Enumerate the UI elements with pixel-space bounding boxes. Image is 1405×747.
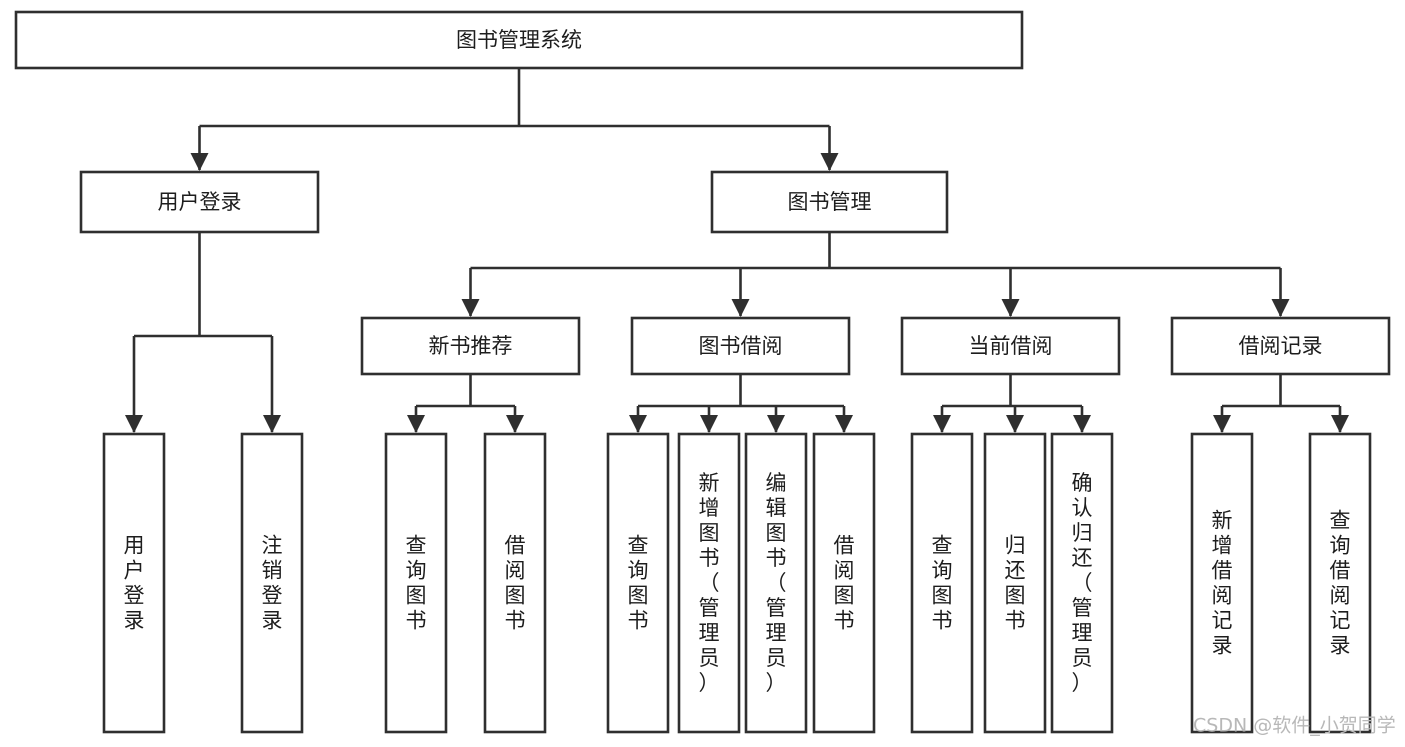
node-leaf-borrow-book-1[interactable]: 借阅图书 xyxy=(483,432,547,734)
node-box-leaf-edit-book[interactable] xyxy=(744,432,808,734)
node-leaf-return-book[interactable]: 归还图书 xyxy=(983,432,1047,734)
arrow-leaf-borrow-book-1 xyxy=(506,415,524,433)
arrow-current-borrow xyxy=(1001,299,1020,317)
connector-layer xyxy=(125,68,1349,433)
node-box-leaf-add-record[interactable] xyxy=(1190,432,1254,734)
node-label-leaf-borrow-book-1: 借阅图书 xyxy=(505,534,526,633)
arrow-leaf-query-book-2 xyxy=(629,415,647,433)
node-leaf-query-book-3[interactable]: 查询图书 xyxy=(910,432,974,734)
node-label-leaf-user-login: 用户登录 xyxy=(124,534,145,633)
node-label-leaf-add-record: 新增借阅记录 xyxy=(1212,509,1233,658)
node-label-root: 图书管理系统 xyxy=(456,28,582,52)
node-label-leaf-query-record: 查询借阅记录 xyxy=(1330,509,1351,658)
node-box-leaf-borrow-book-1[interactable] xyxy=(483,432,547,734)
node-label-leaf-confirm-return: 确认归还（管理员） xyxy=(1072,471,1093,695)
csdn-watermark: CSDN @软件_小贺同学 xyxy=(1193,715,1396,737)
node-leaf-query-book-2[interactable]: 查询图书 xyxy=(606,432,670,734)
arrow-book-manage xyxy=(820,153,839,171)
node-leaf-add-record[interactable]: 新增借阅记录 xyxy=(1190,432,1254,734)
node-leaf-add-book[interactable]: 新增图书（管理员） xyxy=(677,432,741,734)
node-label-borrow-record: 借阅记录 xyxy=(1239,334,1323,358)
node-user-login[interactable]: 用户登录 xyxy=(79,170,320,234)
arrow-leaf-return-book xyxy=(1006,415,1024,433)
node-box-borrow-record[interactable] xyxy=(1170,316,1391,376)
arrow-user-login xyxy=(190,153,209,171)
node-label-leaf-add-book: 新增图书（管理员） xyxy=(699,471,720,695)
arrow-leaf-confirm-return xyxy=(1073,415,1091,433)
node-leaf-confirm-return[interactable]: 确认归还（管理员） xyxy=(1050,432,1114,734)
arrow-leaf-query-book-3 xyxy=(933,415,951,433)
node-new-book-rec[interactable]: 新书推荐 xyxy=(360,316,581,376)
arrow-book-borrow xyxy=(731,299,750,317)
node-leaf-edit-book[interactable]: 编辑图书（管理员） xyxy=(744,432,808,734)
node-label-leaf-user-logout: 注销登录 xyxy=(262,534,283,633)
node-box-leaf-user-login[interactable] xyxy=(102,432,166,734)
node-leaf-query-record[interactable]: 查询借阅记录 xyxy=(1308,432,1372,734)
node-box-leaf-query-book-1[interactable] xyxy=(384,432,448,734)
node-label-book-borrow: 图书借阅 xyxy=(699,334,783,358)
node-root[interactable]: 图书管理系统 xyxy=(14,10,1024,70)
node-box-leaf-confirm-return[interactable] xyxy=(1050,432,1114,734)
arrow-leaf-user-login xyxy=(125,415,143,433)
arrow-leaf-add-book xyxy=(700,415,718,433)
node-label-leaf-query-book-3: 查询图书 xyxy=(932,534,953,633)
node-box-leaf-user-logout[interactable] xyxy=(240,432,304,734)
node-leaf-user-logout[interactable]: 注销登录 xyxy=(240,432,304,734)
node-label-leaf-query-book-2: 查询图书 xyxy=(628,534,649,633)
node-box-leaf-return-book[interactable] xyxy=(983,432,1047,734)
node-leaf-user-login[interactable]: 用户登录 xyxy=(102,432,166,734)
node-label-current-borrow: 当前借阅 xyxy=(969,334,1053,358)
arrow-leaf-add-record xyxy=(1213,415,1231,433)
node-label-leaf-edit-book: 编辑图书（管理员） xyxy=(766,471,787,695)
node-box-book-borrow[interactable] xyxy=(630,316,851,376)
node-box-leaf-query-record[interactable] xyxy=(1308,432,1372,734)
node-book-borrow[interactable]: 图书借阅 xyxy=(630,316,851,376)
node-leaf-query-book-1[interactable]: 查询图书 xyxy=(384,432,448,734)
node-box-book-manage[interactable] xyxy=(710,170,949,234)
node-box-new-book-rec[interactable] xyxy=(360,316,581,376)
node-borrow-record[interactable]: 借阅记录 xyxy=(1170,316,1391,376)
node-box-root[interactable] xyxy=(14,10,1024,70)
arrow-leaf-user-logout xyxy=(263,415,281,433)
arrow-leaf-edit-book xyxy=(767,415,785,433)
arrow-leaf-query-book-1 xyxy=(407,415,425,433)
node-label-leaf-return-book: 归还图书 xyxy=(1005,534,1026,633)
node-label-leaf-query-book-1: 查询图书 xyxy=(406,534,427,633)
node-box-current-borrow[interactable] xyxy=(900,316,1121,376)
node-box-leaf-add-book[interactable] xyxy=(677,432,741,734)
arrow-leaf-query-record xyxy=(1331,415,1349,433)
node-current-borrow[interactable]: 当前借阅 xyxy=(900,316,1121,376)
node-label-new-book-rec: 新书推荐 xyxy=(429,334,513,358)
node-box-user-login[interactable] xyxy=(79,170,320,234)
node-box-leaf-query-book-3[interactable] xyxy=(910,432,974,734)
arrow-leaf-borrow-book-2 xyxy=(835,415,853,433)
node-box-leaf-borrow-book-2[interactable] xyxy=(812,432,876,734)
node-box-leaf-query-book-2[interactable] xyxy=(606,432,670,734)
node-label-book-manage: 图书管理 xyxy=(788,190,872,214)
node-label-user-login: 用户登录 xyxy=(158,190,242,214)
node-label-leaf-borrow-book-2: 借阅图书 xyxy=(834,534,855,633)
node-leaf-borrow-book-2[interactable]: 借阅图书 xyxy=(812,432,876,734)
arrow-new-book-rec xyxy=(461,299,480,317)
arrow-borrow-record xyxy=(1271,299,1290,317)
node-book-manage[interactable]: 图书管理 xyxy=(710,170,949,234)
watermark-layer: CSDN @软件_小贺同学 xyxy=(1193,715,1396,737)
node-layer: 图书管理系统用户登录图书管理新书推荐图书借阅当前借阅借阅记录用户登录注销登录查询… xyxy=(14,10,1391,734)
